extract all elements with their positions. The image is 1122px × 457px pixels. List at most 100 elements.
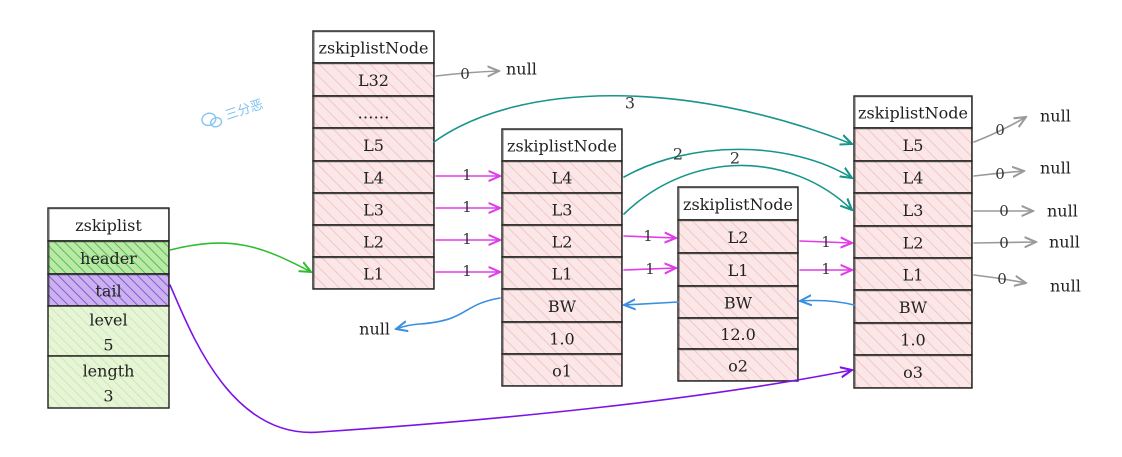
node2-level-label: L2 xyxy=(728,228,749,247)
node3-level-L4 xyxy=(853,160,973,194)
span-label-head_L3: 1 xyxy=(462,198,472,216)
node1-level-label: L2 xyxy=(552,233,573,252)
zskiplist-length-value: 3 xyxy=(103,387,113,406)
node3-obj xyxy=(853,354,973,389)
span-label-head_L5: 3 xyxy=(625,94,635,113)
node1-level-label: L4 xyxy=(552,169,573,188)
node1-level-L3 xyxy=(501,192,623,226)
zskiplist-level-label: level xyxy=(89,311,127,330)
node3-level-L1 xyxy=(853,257,973,291)
node1-score-label: 1.0 xyxy=(549,330,574,349)
null-label-n3-L5: null xyxy=(1040,107,1071,126)
zskiplist-level-value: 5 xyxy=(103,336,113,355)
node2-obj xyxy=(677,348,799,382)
zskiplist-level-field xyxy=(47,305,170,357)
node2-level-L2 xyxy=(677,219,799,254)
span-label-n3_L5: 0 xyxy=(995,121,1005,139)
header-node-level-label: L5 xyxy=(363,136,384,155)
node1-obj xyxy=(501,353,623,387)
node3-level-label: L1 xyxy=(903,266,924,285)
watermark-text: 三分恶 xyxy=(223,96,265,122)
span-label-n3_L2: 0 xyxy=(999,234,1009,252)
watermark: 三分恶 xyxy=(201,96,265,128)
node1-level-label: L1 xyxy=(552,265,573,284)
span-label-n3_L4: 0 xyxy=(995,165,1005,183)
wechat-logo-icon xyxy=(201,112,223,128)
node2-backward-label: BW xyxy=(724,294,753,313)
span-label-n3_L3: 0 xyxy=(999,202,1009,220)
forward-arrow-n3_L4-null xyxy=(973,171,1024,176)
span-label-n1_L1: 1 xyxy=(645,260,655,278)
node3-level-label: L3 xyxy=(903,201,924,220)
forward-arrow-head_L32-null xyxy=(435,71,499,76)
node3-level-label: L2 xyxy=(903,234,924,253)
span-label-n1_L3: 2 xyxy=(730,149,740,168)
null-label-n3-L2: null xyxy=(1049,233,1080,252)
backward-arrow-node1-null xyxy=(396,297,501,329)
header-node-level-L2 xyxy=(312,224,435,258)
forward-arrow-n1_L4 xyxy=(623,148,852,178)
node3-score-label: 1.0 xyxy=(900,331,925,350)
tail-pointer-arrow xyxy=(169,284,852,434)
node3-level-L2 xyxy=(853,225,973,259)
header-node-title xyxy=(312,30,435,64)
zskiplist-header-label: header xyxy=(80,249,137,268)
forward-arrow-n2_L2 xyxy=(799,241,852,243)
span-label-head_L32: 0 xyxy=(460,65,470,83)
span-label-head_L4: 1 xyxy=(462,166,472,184)
null-label-n3-L3: null xyxy=(1047,202,1078,221)
forward-arrow-n3_L2-null xyxy=(973,242,1036,243)
zskiplist-length-label: length xyxy=(83,362,135,381)
header-node-level-label: L1 xyxy=(363,265,384,284)
node3-score xyxy=(853,322,973,356)
forward-arrow-n3_L5-null xyxy=(973,117,1026,143)
node2-obj-label: o2 xyxy=(728,357,748,376)
node2-level-label: L1 xyxy=(728,261,749,280)
node3-level-L3 xyxy=(853,192,973,227)
null-label-n3-L4: null xyxy=(1040,159,1071,178)
header-node-level-L3 xyxy=(312,192,435,226)
header-node-level-label: L32 xyxy=(358,71,389,90)
null-label-node1-backward: null xyxy=(359,320,390,339)
span-label-n2_L1: 1 xyxy=(821,260,831,278)
backward-arrow-node2 xyxy=(624,302,679,305)
header-node-level-label: L3 xyxy=(363,201,384,220)
forward-arrow-n1_L3 xyxy=(623,164,852,215)
span-label-n2_L2: 1 xyxy=(821,233,831,251)
header-node-level-label: L4 xyxy=(363,169,384,188)
header-node-level-ellipsis xyxy=(312,95,435,129)
null-label-n3-L1: null xyxy=(1050,277,1081,296)
header-node-level-label: …… xyxy=(358,104,390,123)
node2-title xyxy=(677,186,799,221)
node3-level-label: L4 xyxy=(903,169,924,188)
span-label-head_L2: 1 xyxy=(462,230,472,248)
node2-score-label: 12.0 xyxy=(720,325,756,344)
node2-title-label: zskiplistNode xyxy=(683,195,793,214)
node3-obj-label: o3 xyxy=(903,363,923,382)
forward-arrow-n1_L2 xyxy=(623,236,676,238)
header-node-title-label: zskiplistNode xyxy=(319,39,429,58)
node1-title xyxy=(501,128,623,162)
node1-backward-label: BW xyxy=(548,297,577,316)
node2-score xyxy=(677,317,799,350)
node3-title-label: zskiplistNode xyxy=(858,104,968,123)
header-node-level-L1 xyxy=(312,256,435,290)
zskiplist-tail-field xyxy=(47,273,170,307)
node3-level-label: L5 xyxy=(903,136,924,155)
forward-arrow-n1_L1 xyxy=(623,268,676,270)
node2-level-L1 xyxy=(677,252,799,287)
node1-level-label: L3 xyxy=(552,201,573,220)
zskiplist-tail-label: tail xyxy=(95,282,121,301)
span-label-n3_L1: 0 xyxy=(997,270,1007,288)
header-node-level-L4 xyxy=(312,160,435,194)
header-node-level-L32 xyxy=(312,62,435,97)
header-pointer-arrow xyxy=(169,242,311,272)
zskiplist-length-field xyxy=(47,355,170,409)
node1-level-L4 xyxy=(501,160,623,194)
node1-title-label: zskiplistNode xyxy=(507,137,617,156)
backward-arrow-node3 xyxy=(800,301,855,306)
span-label-n1_L2: 1 xyxy=(643,227,653,245)
node1-backward xyxy=(501,288,623,323)
null-label-head-L32: null xyxy=(506,60,537,79)
